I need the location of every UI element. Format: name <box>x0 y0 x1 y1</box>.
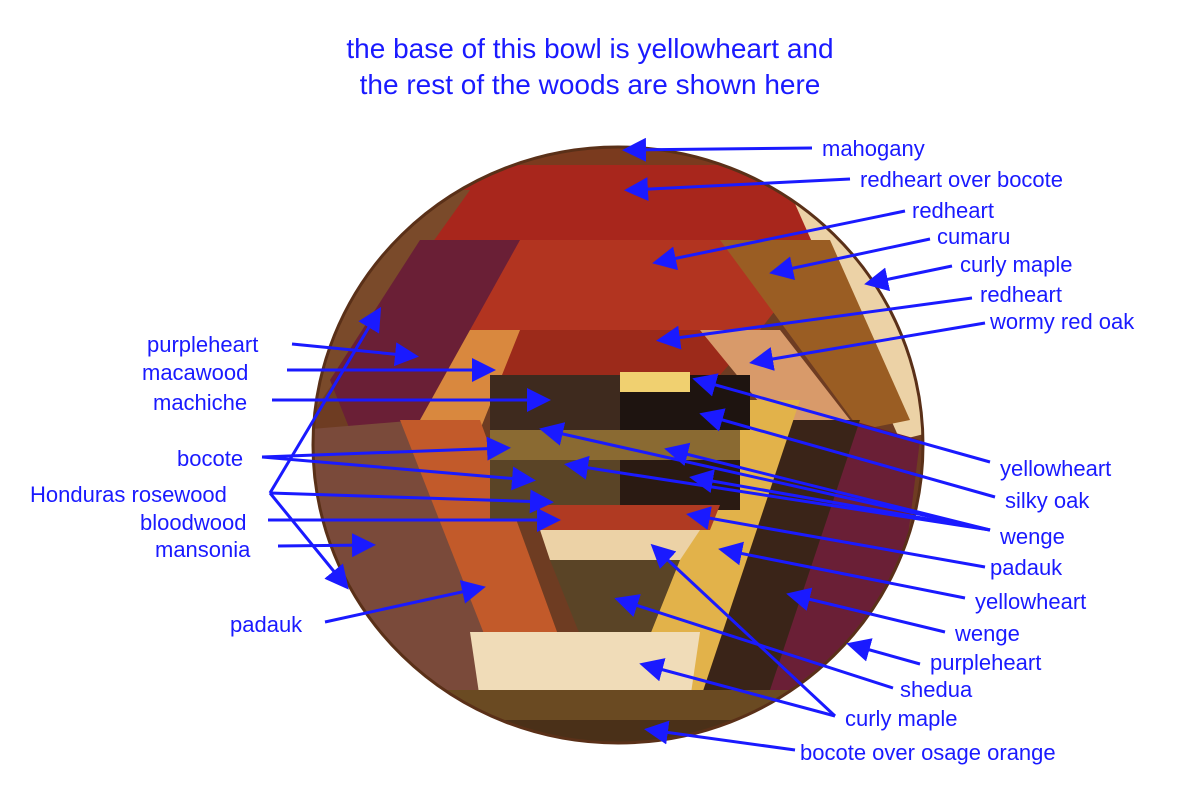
label-curly-maple-2: curly maple <box>845 706 957 731</box>
label-bocote: bocote <box>177 446 243 471</box>
label-redheart-2: redheart <box>980 282 1062 307</box>
arrow <box>769 237 931 280</box>
arrow <box>650 543 837 718</box>
label-purpleheart-left: purpleheart <box>147 332 258 357</box>
label-bloodwood: bloodwood <box>140 510 246 535</box>
arrow <box>864 264 953 292</box>
label-wormy-red-oak: wormy red oak <box>989 309 1135 334</box>
arrow <box>656 296 973 350</box>
arrow <box>699 408 996 499</box>
arrow <box>269 489 554 514</box>
label-purpleheart: purpleheart <box>930 650 1041 675</box>
label-curly-maple: curly maple <box>960 252 1072 277</box>
arrow <box>718 541 966 600</box>
label-yellowheart-2: yellowheart <box>975 589 1086 614</box>
label-mahogany: mahogany <box>822 136 925 161</box>
label-shedua: shedua <box>900 677 973 702</box>
arrow <box>624 177 851 202</box>
arrow <box>786 587 946 634</box>
label-padauk-left: padauk <box>230 612 303 637</box>
label-redheart: redheart <box>912 198 994 223</box>
arrow <box>652 209 906 271</box>
arrow <box>749 321 986 371</box>
arrow <box>268 492 349 590</box>
title-line-2: the rest of the woods are shown here <box>360 69 821 100</box>
label-padauk: padauk <box>990 555 1063 580</box>
bowl-photo <box>313 147 923 743</box>
arrow <box>644 720 796 752</box>
label-mansonia: mansonia <box>155 537 251 562</box>
arrow <box>664 442 991 532</box>
labels-right: mahogany redheart over bocote redheart c… <box>800 136 1135 765</box>
label-cumaru: cumaru <box>937 224 1010 249</box>
arrow <box>291 342 419 367</box>
bowl-rim <box>311 145 925 745</box>
title-line-1: the base of this bowl is yellowheart and <box>346 33 833 64</box>
label-bocote-over-osage-orange: bocote over osage orange <box>800 740 1056 765</box>
arrow <box>846 638 921 666</box>
label-redheart-over-bocote: redheart over bocote <box>860 167 1063 192</box>
label-honduras-rosewood: Honduras rosewood <box>30 482 227 507</box>
arrow <box>261 436 511 461</box>
arrow <box>692 373 991 464</box>
label-machiche: machiche <box>153 390 247 415</box>
label-macawood: macawood <box>142 360 248 385</box>
label-yellowheart: yellowheart <box>1000 456 1111 481</box>
arrow <box>639 658 836 718</box>
pointer-arrows <box>261 137 996 752</box>
arrow <box>277 533 376 558</box>
label-wenge: wenge <box>999 524 1065 549</box>
arrow <box>686 506 986 569</box>
label-wenge-2: wenge <box>954 621 1020 646</box>
arrow <box>622 137 813 162</box>
arrow <box>539 422 991 532</box>
label-silky-oak: silky oak <box>1005 488 1090 513</box>
arrow <box>324 580 486 624</box>
labels-left: purpleheart macawood machiche bocote Hon… <box>30 332 303 637</box>
arrow <box>261 455 536 491</box>
arrow <box>689 469 991 532</box>
arrow <box>268 306 382 494</box>
